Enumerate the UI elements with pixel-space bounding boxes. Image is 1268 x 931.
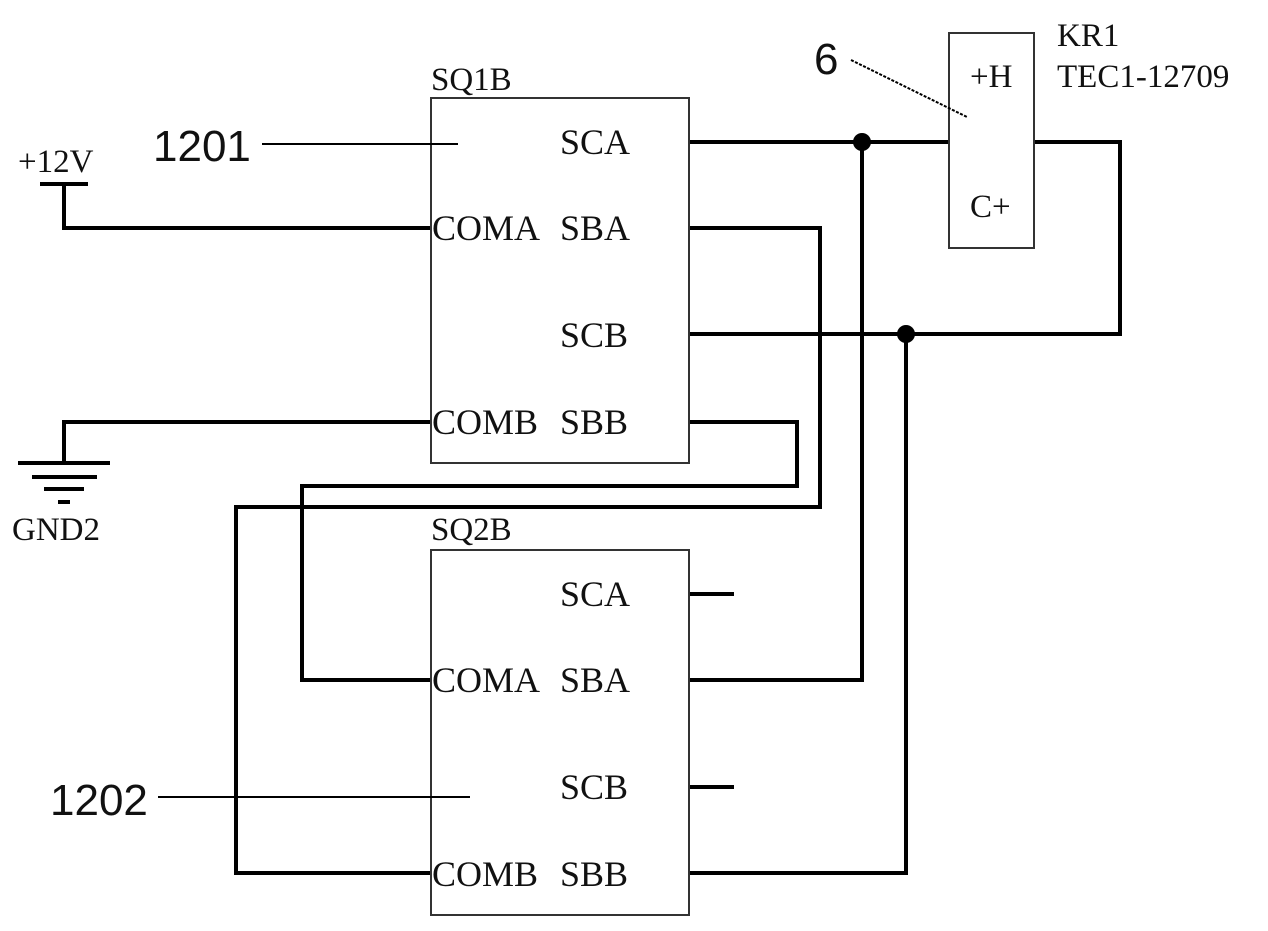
component-sq1b: SQ1B SCA COMA SBA SCB COMB SBB bbox=[430, 62, 690, 464]
callout-1201-label: 1201 bbox=[153, 122, 251, 171]
callout-1202-label: 1202 bbox=[50, 776, 148, 825]
sq2b-body bbox=[430, 549, 690, 916]
wire-12v-to-sq1b-coma bbox=[62, 184, 434, 230]
kr1-refdes: KR1 bbox=[1057, 18, 1119, 54]
kr1-part-number: TEC1-12709 bbox=[1057, 59, 1229, 95]
component-kr1: +H C+ KR1 TEC1-12709 bbox=[948, 18, 1229, 249]
kr1-pin-c-plus: C+ bbox=[970, 189, 1011, 225]
wire-gnd-to-sq1b-comb bbox=[62, 420, 434, 464]
sq1b-pin-coma: COMA bbox=[432, 208, 540, 248]
sq1b-pin-comb: COMB bbox=[432, 402, 538, 442]
sq1b-refdes: SQ1B bbox=[431, 62, 512, 98]
sq1b-pin-sbb: SBB bbox=[560, 402, 628, 442]
sq2b-pin-sca: SCA bbox=[560, 574, 630, 614]
callout-1202: 1202 bbox=[50, 776, 470, 825]
sq2b-pin-scb: SCB bbox=[560, 767, 628, 807]
wire-junction-to-sq2b-sba bbox=[687, 140, 864, 682]
component-sq2b: SQ2B SCA COMA SBA SCB COMB SBB bbox=[430, 512, 690, 916]
kr1-pin-h-plus: +H bbox=[970, 59, 1012, 95]
wire-kr1-to-scb-net bbox=[687, 140, 1122, 336]
kr1-body bbox=[948, 32, 1035, 249]
callout-6-label: 6 bbox=[814, 35, 838, 84]
junction-dot-scb-net bbox=[897, 325, 915, 343]
callout-6-leader bbox=[850, 59, 968, 118]
sq1b-body bbox=[430, 97, 690, 464]
junction-dot-sca-net bbox=[853, 133, 871, 151]
wire-junction-to-sq2b-sbb bbox=[687, 332, 908, 875]
power-symbol-12v: +12V bbox=[18, 144, 94, 186]
wire-sq1b-sba-to-sq2b-comb bbox=[234, 226, 822, 875]
callout-6: 6 bbox=[814, 35, 968, 118]
sq1b-pin-scb: SCB bbox=[560, 315, 628, 355]
sq1b-pin-sca: SCA bbox=[560, 122, 630, 162]
sq2b-refdes: SQ2B bbox=[431, 512, 512, 548]
sq2b-pin-sbb: SBB bbox=[560, 854, 628, 894]
power-label: +12V bbox=[18, 144, 94, 180]
sq1b-pin-sba: SBA bbox=[560, 208, 630, 248]
wire-sq1b-sbb-to-sq2b-coma bbox=[300, 420, 799, 682]
sq2b-pin-coma: COMA bbox=[432, 660, 540, 700]
callout-1201: 1201 bbox=[153, 122, 458, 171]
sq2b-pin-comb: COMB bbox=[432, 854, 538, 894]
ground-label: GND2 bbox=[12, 512, 100, 548]
ground-symbol-gnd2: GND2 bbox=[12, 461, 110, 548]
sq2b-pin-sba: SBA bbox=[560, 660, 630, 700]
